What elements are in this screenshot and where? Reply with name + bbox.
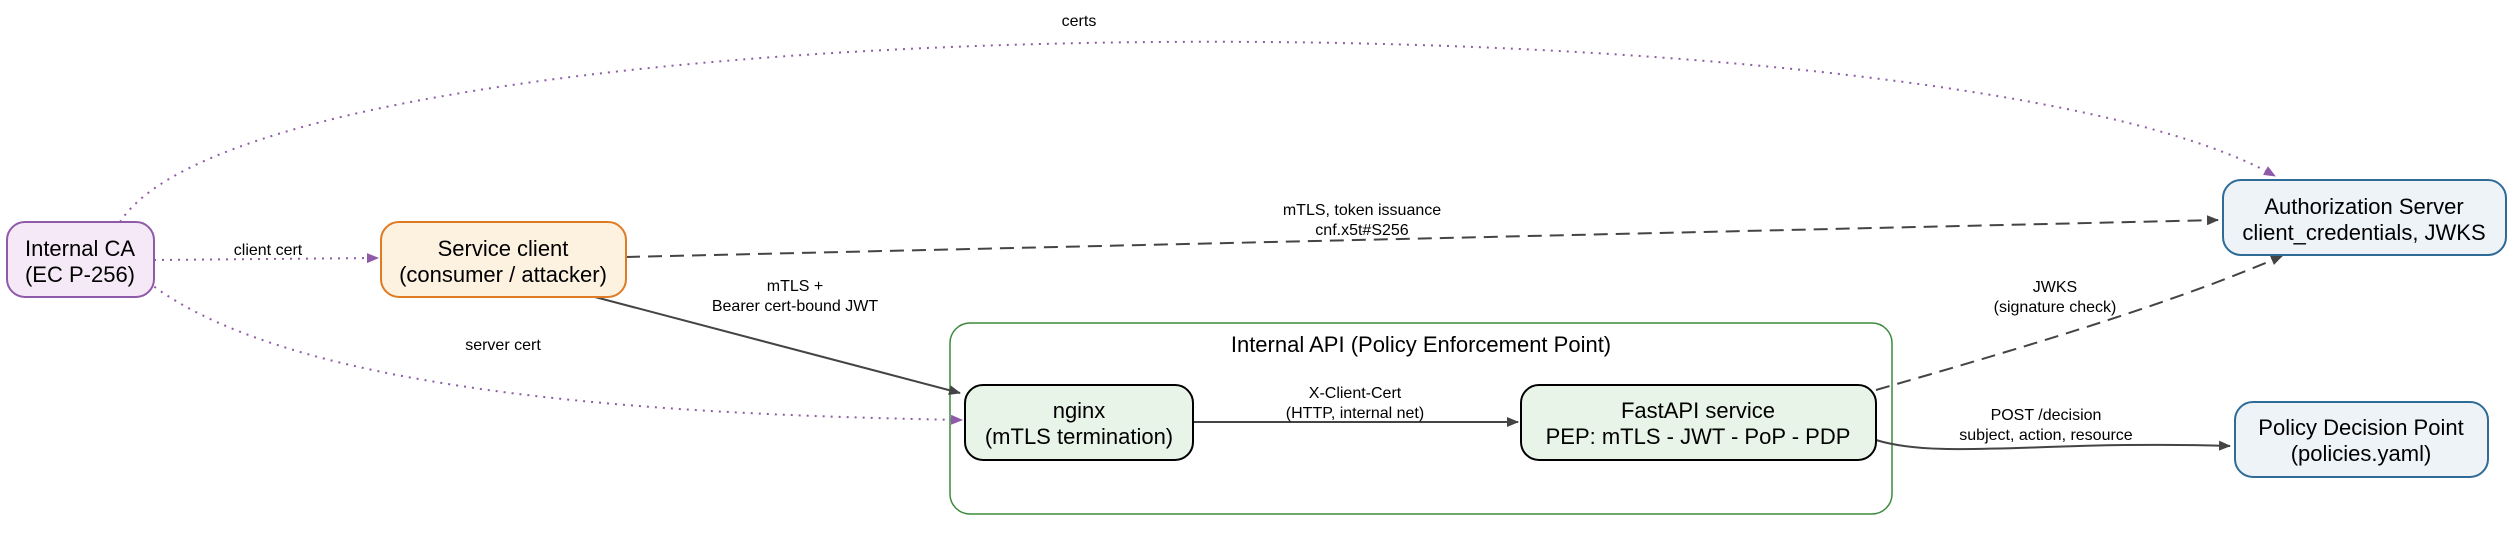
node-nginx: nginx (mTLS termination): [964, 384, 1194, 461]
edge-label-jwks-2: (signature check): [1994, 299, 2117, 316]
cluster-internal-api: Internal API (Policy Enforcement Point): [949, 322, 1893, 515]
node-internal-ca-title: Internal CA: [25, 236, 135, 261]
edge-label-xclient-1: X-Client-Cert: [1309, 385, 1402, 402]
edge-label-xclient-2: (HTTP, internal net): [1286, 405, 1424, 422]
edge-label-server-cert: server cert: [465, 337, 541, 354]
node-authz-title: Authorization Server: [2264, 194, 2463, 219]
node-internal-ca: Internal CA (EC P-256): [6, 221, 155, 298]
edge-label-bearer-1: mTLS +: [767, 278, 823, 295]
edge-label-token-1: mTLS, token issuance: [1283, 202, 1441, 219]
edge-jwks: [1875, 255, 2283, 391]
node-internal-ca-subtitle: (EC P-256): [25, 262, 135, 287]
edge-client-cert: [153, 253, 379, 264]
node-pdp-title: Policy Decision Point: [2258, 415, 2463, 440]
edge-label-decision-1: POST /decision: [1991, 407, 2102, 424]
edge-label-bearer-2: Bearer cert-bound JWT: [712, 298, 879, 315]
edge-token: [625, 215, 2219, 258]
node-fastapi-subtitle: PEP: mTLS - JWT - PoP - PDP: [1546, 424, 1851, 449]
node-service-client: Service client (consumer / attacker): [380, 221, 627, 298]
edge-label-jwks-1: JWKS: [2033, 279, 2077, 296]
edge-label-client-cert: client cert: [234, 242, 303, 259]
cluster-title: Internal API (Policy Enforcement Point): [1231, 332, 1611, 357]
node-pdp-subtitle: (policies.yaml): [2291, 441, 2432, 466]
node-policy-decision-point: Policy Decision Point (policies.yaml): [2234, 401, 2489, 478]
node-fastapi-service: FastAPI service PEP: mTLS - JWT - PoP - …: [1520, 384, 1877, 461]
node-service-client-subtitle: (consumer / attacker): [399, 262, 607, 287]
node-nginx-subtitle: (mTLS termination): [985, 424, 1173, 449]
node-authz-subtitle: client_credentials, JWKS: [2242, 220, 2485, 245]
node-fastapi-title: FastAPI service: [1621, 398, 1775, 423]
edge-bearer: [594, 296, 961, 396]
node-authorization-server: Authorization Server client_credentials,…: [2222, 179, 2507, 256]
edge-decision: [1875, 439, 2231, 451]
edge-label-certs: certs: [1062, 13, 1097, 30]
edge-certs: [119, 40, 2276, 223]
edge-label-decision-2: subject, action, resource: [1959, 427, 2133, 444]
edge-label-token-2: cnf.x5t#S256: [1315, 222, 1409, 239]
node-nginx-title: nginx: [1053, 398, 1106, 423]
node-service-client-title: Service client: [438, 236, 569, 261]
